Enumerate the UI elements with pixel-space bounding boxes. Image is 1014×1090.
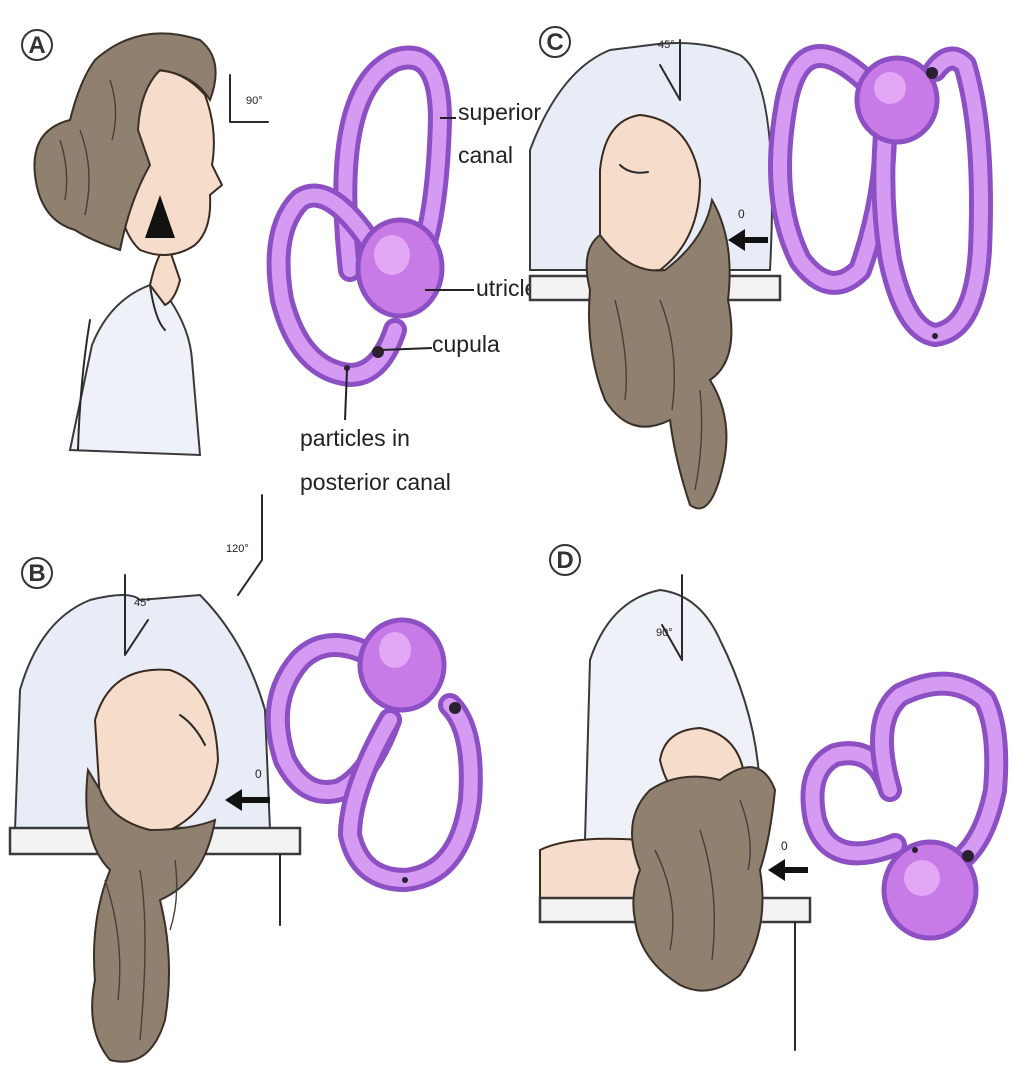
panel-c-marker: 0 (738, 207, 745, 221)
panel-d-angle: 90° (656, 627, 673, 639)
panel-d-hair (632, 767, 775, 990)
superior-canal-label-1: superior (458, 99, 541, 125)
panel-c-utricle-highlight (874, 72, 906, 104)
particles-label-1: particles in (300, 425, 410, 451)
panel-b: B 120° 45° 0 (10, 495, 471, 1062)
panel-d-marker: 0 (781, 839, 788, 853)
superior-canal-label-2: canal (458, 142, 513, 168)
panel-a-patient (34, 33, 222, 455)
panel-b-face (95, 670, 218, 831)
panel-d-arrow-head (768, 859, 785, 881)
panel-a-letter: A (28, 32, 45, 59)
panel-a: A 90° superior canal (22, 30, 541, 495)
panel-c-cupula (926, 67, 938, 79)
panel-c-angle: 45° (658, 39, 675, 51)
panel-d-utricle-highlight (904, 860, 940, 896)
panel-b-angle: 45° (134, 597, 151, 609)
panel-a-utricle-highlight (374, 235, 410, 275)
panel-b-letter: B (28, 560, 45, 587)
cupula-label: cupula (432, 331, 500, 357)
panel-c-particles (932, 333, 938, 339)
panel-d-labyrinth (813, 684, 997, 938)
panel-c-letter: C (546, 29, 563, 56)
panel-b-marker: 0 (255, 767, 262, 781)
panel-d-particles (912, 847, 918, 853)
panel-b-utricle-highlight (379, 632, 411, 668)
panel-a-labyrinth (279, 58, 442, 376)
panel-b-labyrinth (278, 620, 471, 883)
panel-d: D 90° 0 (540, 545, 996, 1050)
utricle-label: utricle (476, 275, 537, 301)
panel-b-tilt-angle: 120° (226, 543, 249, 555)
panel-b-particles (402, 877, 408, 883)
panel-c-labyrinth (780, 56, 981, 339)
panel-a-shirt (70, 285, 200, 455)
panel-d-letter: D (556, 547, 573, 574)
panel-d-cupula (962, 850, 974, 862)
panel-b-cupula (449, 702, 461, 714)
particles-label-2: posterior canal (300, 469, 451, 495)
panel-a-cupula (372, 346, 384, 358)
panel-c: C 45° 0 (530, 27, 981, 508)
panel-a-angle: 90° (246, 95, 263, 107)
